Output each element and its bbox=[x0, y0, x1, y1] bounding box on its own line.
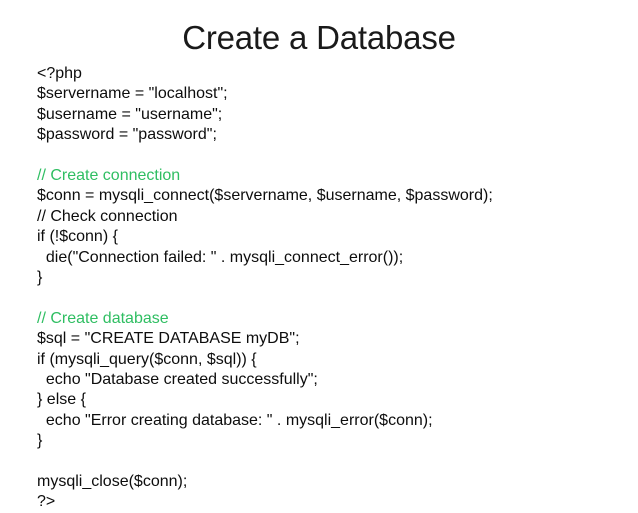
code-line: die("Connection failed: " . mysqli_conne… bbox=[37, 248, 404, 266]
code-block: <?php $servername = "localhost"; $username… bbox=[37, 64, 627, 513]
code-line: } else { bbox=[37, 391, 86, 409]
code-line: if (mysqli_query($conn, $sql)) { bbox=[37, 350, 257, 368]
code-line: ?> bbox=[37, 493, 56, 511]
code-line: // Create database bbox=[37, 309, 169, 327]
code-line: // Create connection bbox=[37, 167, 181, 185]
code-line-blank bbox=[37, 288, 627, 308]
slide: Create a Database <?php $servername = "lo… bbox=[37, 19, 493, 511]
code-line: if (!$conn) { bbox=[37, 228, 118, 246]
code-line: echo "Error creating database: " . mysql… bbox=[37, 411, 433, 429]
code-line-blank bbox=[37, 452, 627, 472]
page-title: Create a Database bbox=[182, 19, 456, 56]
code-line: mysqli_close($conn); bbox=[37, 473, 188, 491]
code-line: $password = "password"; bbox=[37, 126, 217, 144]
code-line: // Check connection bbox=[37, 207, 178, 225]
code-line: $sql = "CREATE DATABASE myDB"; bbox=[37, 330, 300, 348]
code-line: } bbox=[37, 269, 43, 287]
code-line: echo "Database created successfully"; bbox=[37, 371, 318, 389]
code-line: $conn = mysqli_connect($servername, $use… bbox=[37, 187, 493, 205]
code-line: <?php bbox=[37, 65, 82, 82]
code-line-blank bbox=[37, 146, 627, 166]
code-line: $username = "username"; bbox=[37, 105, 223, 123]
code-line: $servername = "localhost"; bbox=[37, 85, 228, 103]
code-line: } bbox=[37, 432, 43, 450]
